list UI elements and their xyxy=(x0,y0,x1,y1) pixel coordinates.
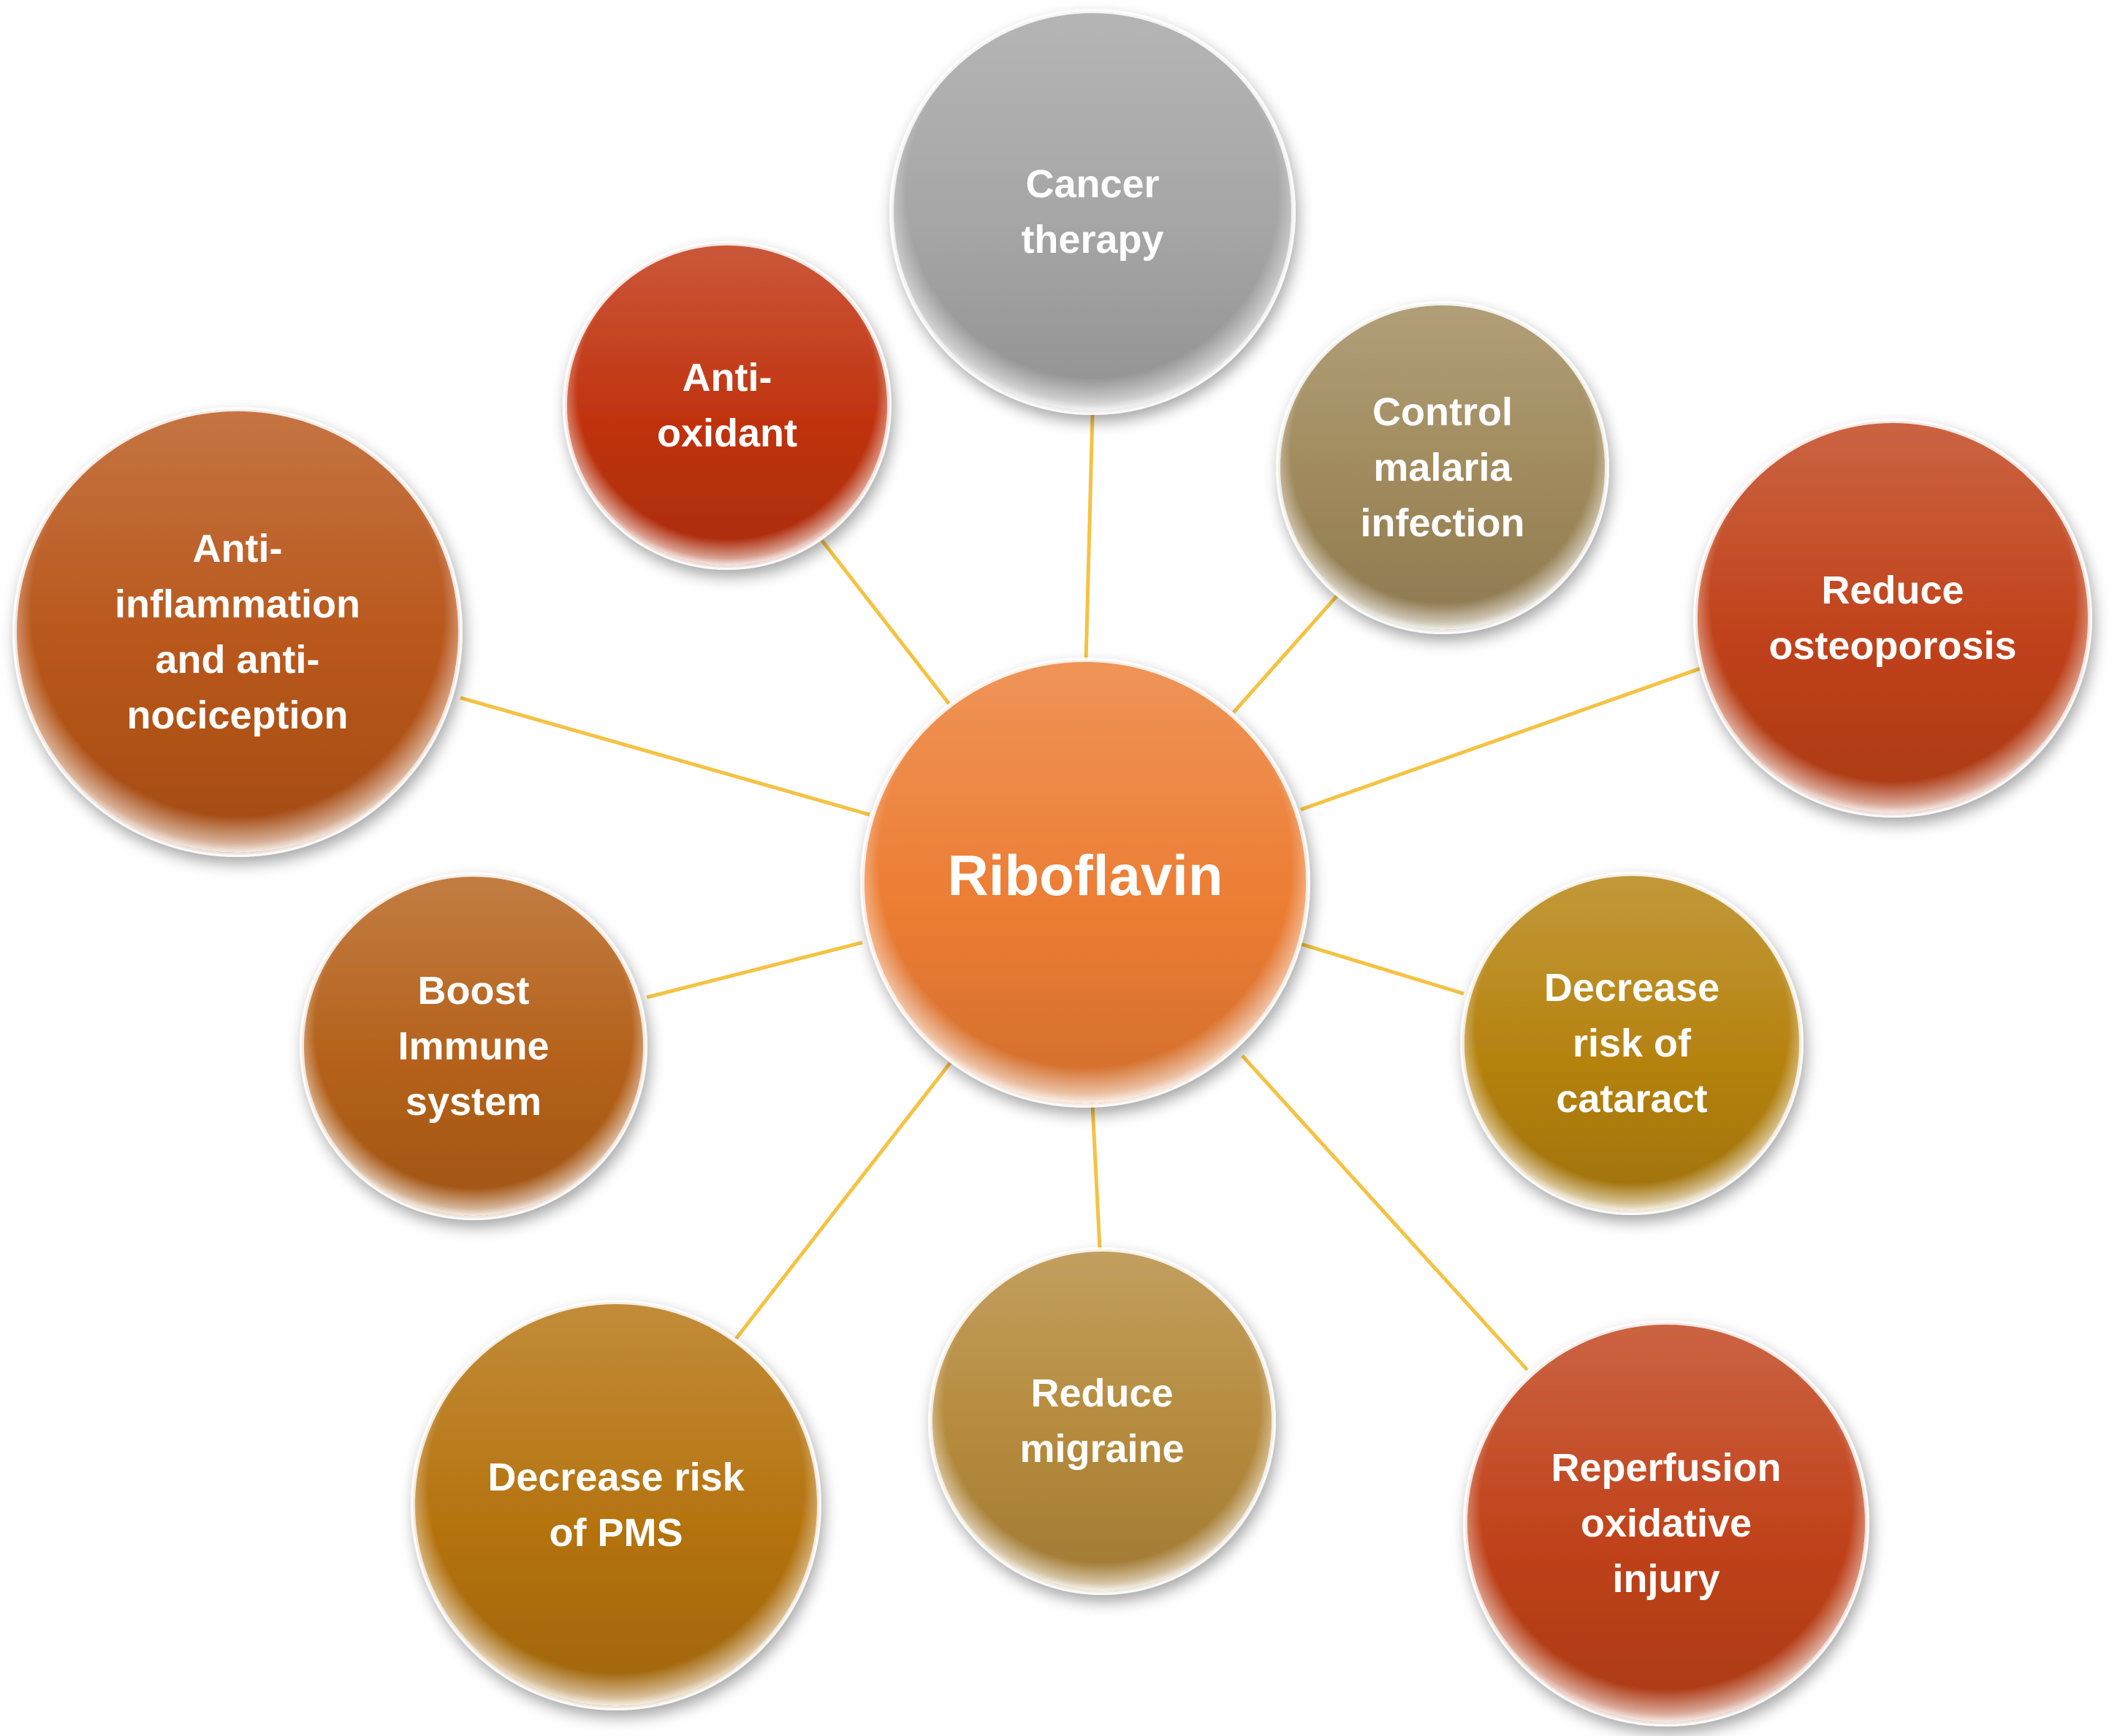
node-decrease-pms-gloss xyxy=(415,1304,817,1706)
node-control-malaria-gloss xyxy=(1280,305,1605,630)
node-boost-immune-gloss xyxy=(304,877,643,1216)
node-label-line: Cancer xyxy=(1025,162,1159,206)
nodes: CancertherapyControlmalariainfectionRedu… xyxy=(12,9,2092,1727)
connector-anti-oxidant xyxy=(821,539,951,707)
node-label-line: and anti- xyxy=(156,638,320,682)
node-label-line: oxidant xyxy=(657,411,797,455)
node-label-line: oxidative xyxy=(1581,1501,1752,1545)
connector-boost-immune xyxy=(646,940,863,1000)
node-reduce-osteoporosis: Reduce osteoporosis xyxy=(1693,419,2092,818)
node-anti-inflammation-gloss xyxy=(17,411,458,853)
connector-reperfusion-injury xyxy=(1241,1054,1529,1371)
node-label-line: Decrease risk xyxy=(487,1455,745,1499)
node-anti-oxidant-gloss xyxy=(567,245,887,566)
node-label-line: malaria xyxy=(1373,446,1512,490)
node-label-line: of PMS xyxy=(550,1511,683,1555)
node-label-line: cataract xyxy=(1556,1077,1707,1121)
node-label-line: system xyxy=(406,1080,542,1124)
node-control-malaria: Control malaria infection xyxy=(1276,301,1609,634)
node-anti-inflammation: Anti-inflammation and anti-nociception xyxy=(12,407,463,857)
connector-cancer-therapy xyxy=(1084,412,1095,662)
connector-control-malaria xyxy=(1232,594,1339,714)
node-reduce-migraine: Reduce migraine xyxy=(928,1247,1276,1595)
node-label-line: nociception xyxy=(126,693,348,737)
node-label-line: Anti- xyxy=(683,356,772,400)
node-label-line: Control xyxy=(1372,390,1513,434)
node-label-line: Reduce xyxy=(1030,1371,1173,1415)
node-label-line: osteoporosis xyxy=(1768,624,2016,668)
node-label-line: Boost xyxy=(418,969,530,1013)
node-anti-oxidant: Anti-oxidant xyxy=(563,241,892,570)
connectors xyxy=(460,412,1707,1371)
connector-anti-inflammation xyxy=(460,696,870,817)
node-label-line: Anti- xyxy=(193,527,283,571)
node-reduce-migraine-gloss xyxy=(932,1252,1272,1591)
node-label-line: injury xyxy=(1612,1557,1720,1601)
node-label-line: Decrease xyxy=(1544,966,1720,1010)
connector-reduce-osteoporosis xyxy=(1300,664,1707,812)
node-label-line: therapy xyxy=(1021,218,1163,262)
connector-decrease-cataract xyxy=(1300,942,1464,996)
node-label-line: migraine xyxy=(1019,1427,1184,1471)
node-reperfusion-injury: Reperfusion oxidative injury xyxy=(1463,1320,1869,1727)
node-cancer-therapy: Cancer therapy xyxy=(889,9,1296,415)
node-reduce-osteoporosis-gloss xyxy=(1698,423,2088,813)
node-reperfusion-injury-gloss xyxy=(1467,1325,1865,1722)
node-cancer-therapy-gloss xyxy=(894,13,1291,411)
center-label: Riboflavin xyxy=(947,843,1223,907)
node-label-line: Immune xyxy=(398,1024,549,1068)
node-decrease-cataract: Decrease risk of cataract xyxy=(1460,872,1804,1215)
node-label-line: infection xyxy=(1361,501,1525,545)
node-label-line: inflammation xyxy=(115,582,360,626)
node-decrease-pms: Decrease risk of PMS xyxy=(411,1300,821,1710)
node-label-line: risk of xyxy=(1573,1021,1692,1065)
center-node: Riboflavin xyxy=(860,658,1310,1108)
node-label-line: Reperfusion xyxy=(1551,1446,1781,1490)
node-label-line: Reduce xyxy=(1821,568,1964,612)
connector-reduce-migraine xyxy=(1090,1104,1102,1250)
center-node-gloss xyxy=(864,662,1306,1103)
node-decrease-cataract-gloss xyxy=(1464,876,1799,1211)
connector-decrease-pms xyxy=(733,1062,951,1342)
